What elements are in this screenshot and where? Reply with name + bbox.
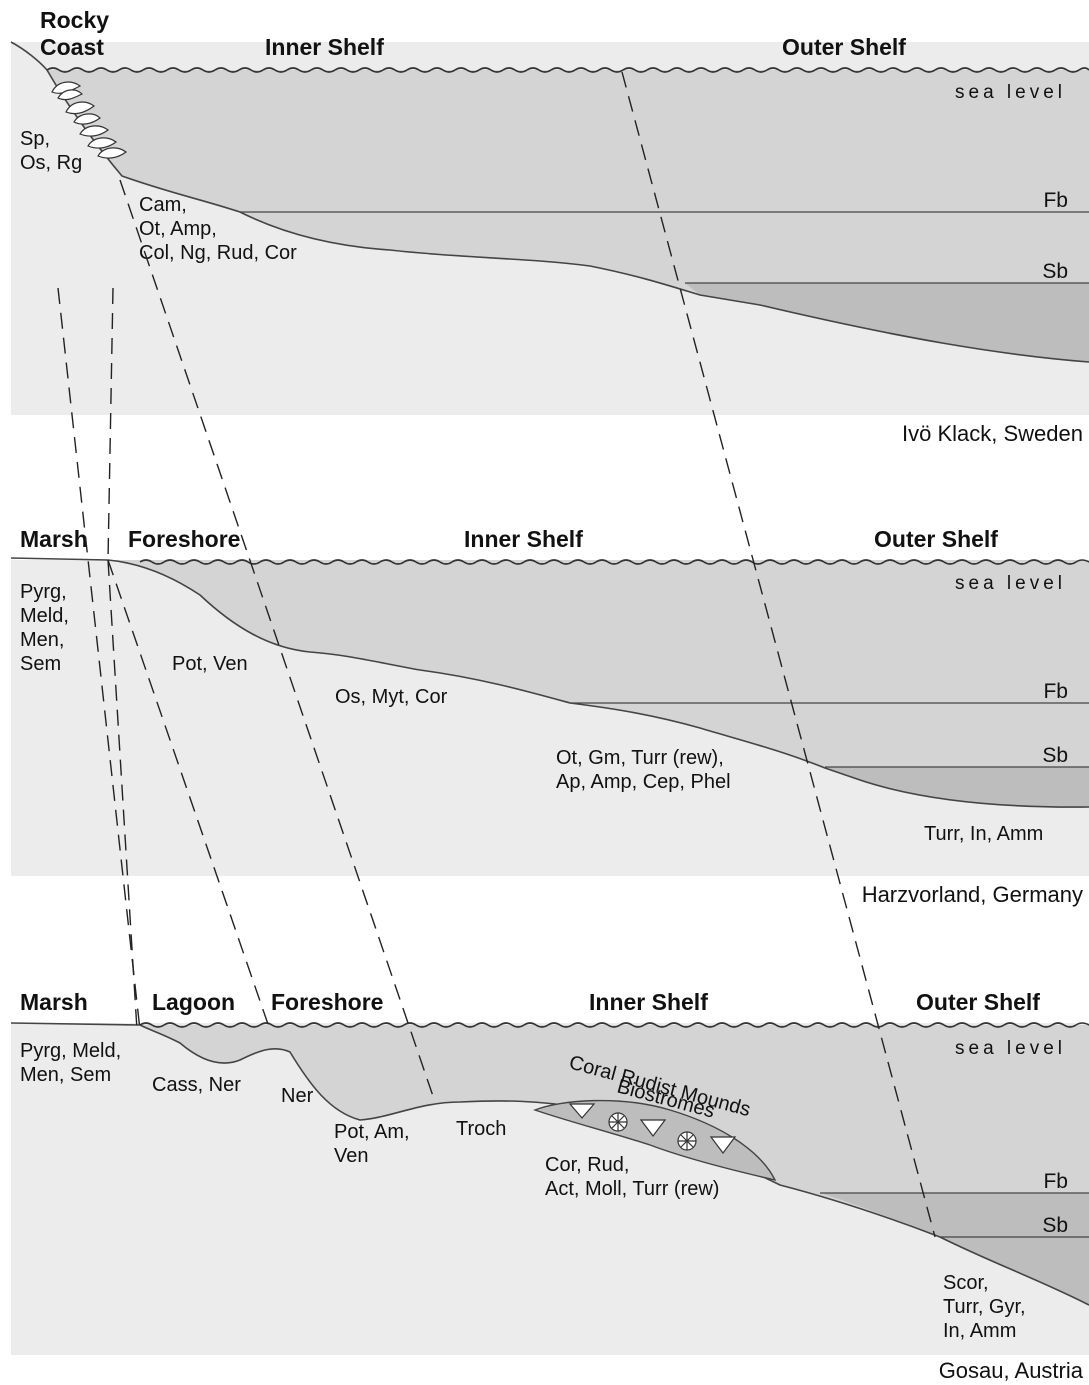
taxa-label: Turr, In, Amm xyxy=(924,823,1043,845)
taxa-label: Ven xyxy=(334,1145,368,1167)
zone-label-outer-shelf: Outer Shelf xyxy=(916,989,1040,1015)
taxa-label: Cam, xyxy=(139,194,187,216)
deep-zone-shading xyxy=(825,767,1089,808)
zone-label-coast: Coast xyxy=(40,34,104,60)
deep-zone-shading xyxy=(820,1193,1089,1305)
correlation-line xyxy=(107,287,114,561)
sea-water xyxy=(108,560,1089,808)
taxa-label: Cass, Ner xyxy=(152,1074,241,1096)
zone-label-foreshore: Foreshore xyxy=(128,526,240,552)
taxa-label: Os, Myt, Cor xyxy=(335,686,448,708)
sea-level-label: sea level xyxy=(955,1038,1066,1059)
correlation-line xyxy=(107,559,271,1031)
seafloor-profile xyxy=(10,557,1089,808)
zone-label-inner-shelf: Inner Shelf xyxy=(589,989,708,1015)
fair-weather-base-label: Fb xyxy=(1043,680,1068,703)
storm-base-label: Sb xyxy=(1042,744,1068,767)
taxa-label: Ot, Gm, Turr (rew), xyxy=(556,747,724,769)
correlation-line xyxy=(621,71,936,1238)
zone-label-marsh: Marsh xyxy=(20,989,88,1015)
correlation-line xyxy=(107,559,138,1031)
sea-level-wave xyxy=(46,67,1089,73)
taxa-label: Pot, Ven xyxy=(172,653,248,675)
taxa-label: Turr, Gyr, xyxy=(943,1296,1026,1318)
storm-base-label: Sb xyxy=(1042,260,1068,283)
coral-icon xyxy=(608,1112,697,1151)
taxa-label: Sp, xyxy=(20,128,50,150)
zone-label-inner-shelf: Inner Shelf xyxy=(464,526,583,552)
zone-label-inner-shelf: Inner Shelf xyxy=(265,34,384,60)
taxa-label: Ner xyxy=(281,1085,314,1107)
sea-level-wave xyxy=(139,559,1089,565)
correlation-lines xyxy=(57,71,936,1238)
fair-weather-base-label: Fb xyxy=(1043,1170,1068,1193)
fair-weather-base-label: Fb xyxy=(1043,189,1068,212)
taxa-label: Men, xyxy=(20,629,64,651)
correlation-line xyxy=(119,179,436,1103)
location-label: Ivö Klack, Sweden xyxy=(902,421,1083,446)
taxa-label: Ot, Amp, xyxy=(139,218,217,240)
sea-level-wave xyxy=(139,1022,1089,1028)
taxa-label: Scor, xyxy=(943,1272,989,1294)
panel-harzvorland: Marsh Foreshore Inner Shelf Outer Shelf … xyxy=(10,526,1089,907)
taxa-label: Sem xyxy=(20,653,61,675)
coral-rudist-mound xyxy=(532,1099,777,1182)
zone-label-outer-shelf: Outer Shelf xyxy=(874,526,998,552)
location-label: Gosau, Austria xyxy=(939,1358,1084,1383)
oyster-shells-icon xyxy=(51,81,128,159)
rudist-icon xyxy=(568,1103,737,1154)
taxa-label: Pyrg, Meld, xyxy=(20,1040,121,1062)
taxa-label: Pot, Am, xyxy=(334,1121,410,1143)
taxa-label: Os, Rg xyxy=(20,152,82,174)
taxa-label: Cor, Rud, xyxy=(545,1154,629,1176)
location-label: Harzvorland, Germany xyxy=(862,882,1083,907)
sea-level-label: sea level xyxy=(955,82,1066,103)
panel-ivo-klack: Rocky Coast Inner Shelf Outer Shelf sea … xyxy=(10,7,1089,446)
taxa-label: Pyrg, xyxy=(20,581,67,603)
deep-zone-shading xyxy=(685,283,1089,362)
zone-label-lagoon: Lagoon xyxy=(152,989,235,1015)
taxa-label: Col, Ng, Rud, Cor xyxy=(139,242,297,264)
seafloor-profile xyxy=(10,1022,1089,1306)
taxa-label: Men, Sem xyxy=(20,1064,111,1086)
zone-label-foreshore: Foreshore xyxy=(271,989,383,1015)
sea-water xyxy=(140,1025,1089,1305)
storm-base-label: Sb xyxy=(1042,1214,1068,1237)
panel-gosau: Marsh Lagoon Foreshore Inner Shelf Outer… xyxy=(10,989,1089,1383)
taxa-label: Troch xyxy=(456,1118,506,1140)
sea-level-label: sea level xyxy=(955,573,1066,594)
taxa-label: Meld, xyxy=(20,605,69,627)
taxa-label: Ap, Amp, Cep, Phel xyxy=(556,771,731,793)
zone-label-rocky: Rocky xyxy=(40,7,109,33)
taxa-label: Act, Moll, Turr (rew) xyxy=(545,1178,719,1200)
zone-label-marsh: Marsh xyxy=(20,526,88,552)
taxa-label: In, Amm xyxy=(943,1320,1016,1342)
zone-label-outer-shelf: Outer Shelf xyxy=(782,34,906,60)
